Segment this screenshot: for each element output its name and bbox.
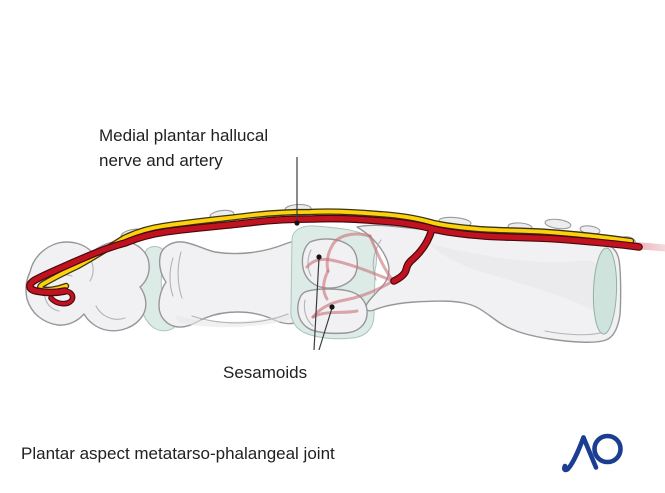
sesamoid-artery-branch: [322, 269, 330, 301]
metatarsal-detail: [372, 239, 382, 281]
metatarsal-detail: [544, 330, 601, 336]
leader-dot-sesamoid-lower: [329, 304, 335, 310]
leader-dot-nerve-artery: [294, 220, 300, 226]
sesamoid-upper: [301, 238, 358, 289]
hallucal-artery: [26, 214, 643, 307]
leader-line-sesamoid-upper: [313, 257, 320, 351]
sesamoid-artery-branch: [311, 279, 395, 319]
soft-tissue-bump: [544, 218, 572, 230]
metatarsal-cartilage-cap: [592, 247, 618, 335]
ao-logo-letter-o: [592, 433, 623, 465]
ao-logo-letter-a: [562, 435, 586, 473]
ao-logo-letter-a: [581, 435, 599, 470]
label-nerve-artery: Medial plantar hallucal nerve and artery: [99, 126, 269, 170]
sesamoid-artery-branch: [368, 234, 395, 283]
sesamoid-detail: [303, 299, 314, 327]
leader-line-sesamoid-lower: [318, 307, 333, 351]
leader-dot-sesamoid-upper: [316, 254, 322, 260]
label-sesamoids: Sesamoids: [223, 363, 308, 382]
sesamoid-artery-branch: [305, 257, 395, 283]
figure-caption: Plantar aspect metatarso-phalangeal join…: [21, 444, 335, 463]
proximal-phalanx-detail: [169, 257, 174, 297]
proximal-phalanx-shading: [175, 313, 294, 328]
ao-logo: [562, 433, 623, 473]
distal-phalanx-detail: [95, 305, 126, 320]
hallucal-nerve: [37, 208, 635, 294]
proximal-phalanx-detail: [191, 313, 289, 324]
distal-phalanx: [25, 240, 150, 332]
metatarsal-shading: [430, 244, 609, 318]
proximal-phalanx-detail: [177, 251, 183, 299]
sesamoid-artery-branch: [325, 232, 372, 273]
sesamoid-detail: [307, 249, 312, 277]
